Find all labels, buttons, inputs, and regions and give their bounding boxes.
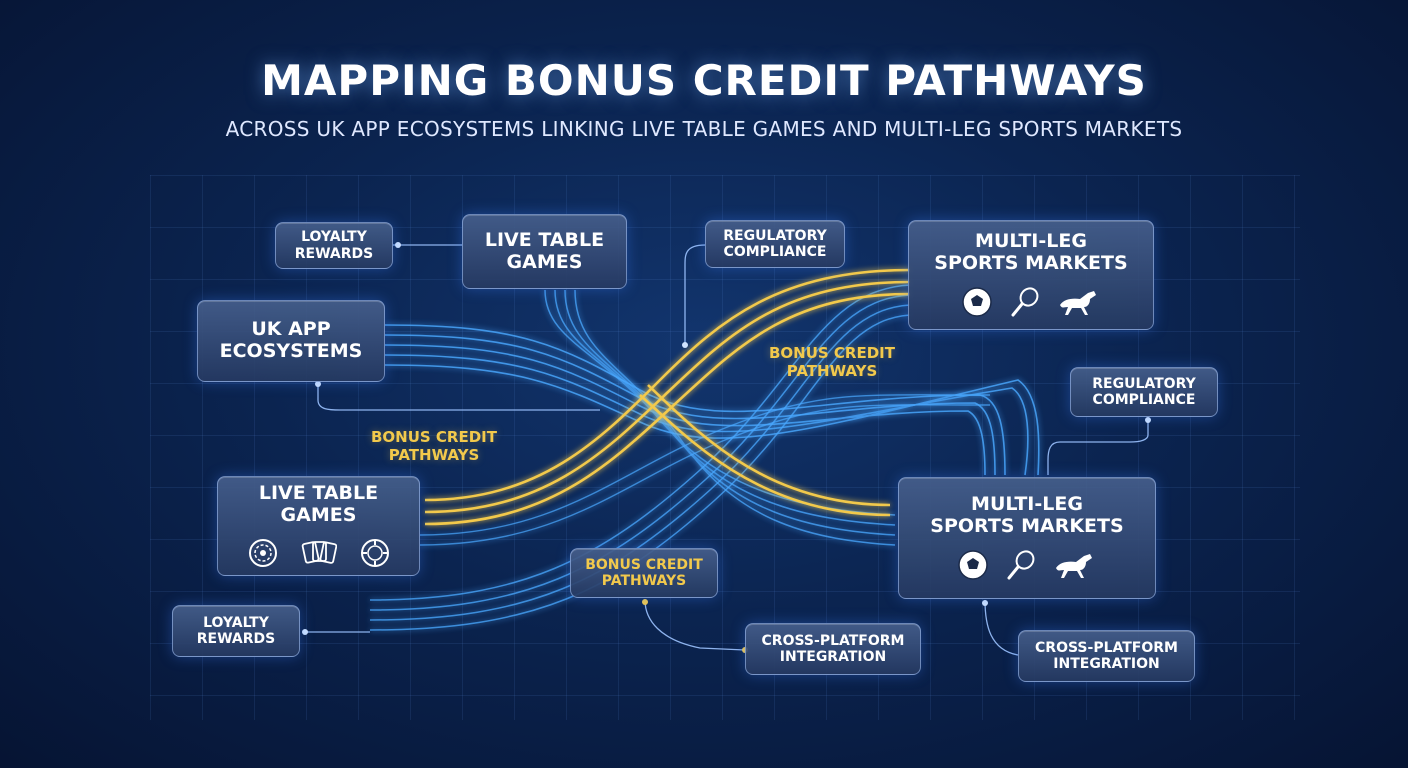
regulatory-compliance-label: REGULATORY COMPLIANCE <box>1092 375 1196 408</box>
cross-platform-integration-node-center: CROSS-PLATFORM INTEGRATION <box>745 623 921 675</box>
connector-lines <box>305 244 1149 656</box>
page-subtitle: ACROSS UK APP ECOSYSTEMS LINKING LIVE TA… <box>225 117 1183 141</box>
bonus-credit-pathways-tag-center: BONUS CREDIT PATHWAYS <box>768 344 895 380</box>
loyalty-rewards-label: LOYALTY REWARDS <box>294 229 374 262</box>
loyalty-rewards-label: LOYALTY REWARDS <box>196 614 276 647</box>
soccer-ball-icon <box>958 550 988 580</box>
casino-chip-icon <box>360 538 389 567</box>
bonus-credit-pathways-label: BONUS CREDIT PATHWAYS <box>585 556 703 589</box>
live-table-to-right-bundle <box>419 394 991 546</box>
live-table-games-node-top: LIVE TABLE GAMES <box>462 214 627 289</box>
casino-icons <box>247 537 391 569</box>
connector-dots <box>302 242 1151 635</box>
multi-leg-sports-node-right: MULTI-LEG SPORTS MARKETS <box>898 477 1156 599</box>
bonus-credit-gold-pathways <box>424 268 911 526</box>
regulatory-compliance-node-top: REGULATORY COMPLIANCE <box>705 220 845 268</box>
playing-cards-icon <box>301 540 337 564</box>
sports-icons <box>956 548 1098 582</box>
live-table-games-node-left: LIVE TABLE GAMES <box>217 476 420 576</box>
loyalty-rewards-node-top: LOYALTY REWARDS <box>275 222 393 269</box>
regulatory-compliance-node-right: REGULATORY COMPLIANCE <box>1070 367 1218 417</box>
multi-leg-sports-node-top: MULTI-LEG SPORTS MARKETS <box>908 220 1154 330</box>
cross-platform-integration-label: CROSS-PLATFORM INTEGRATION <box>1035 639 1178 672</box>
tennis-racket-icon <box>1007 550 1035 580</box>
soccer-ball-icon <box>962 287 992 317</box>
uk-app-ecosystems-node: UK APP ECOSYSTEMS <box>197 300 385 382</box>
tennis-racket-icon <box>1011 287 1039 317</box>
racehorse-icon <box>1060 290 1096 315</box>
live-table-games-label: LIVE TABLE GAMES <box>258 482 379 526</box>
bonus-credit-pathways-node: BONUS CREDIT PATHWAYS <box>570 548 718 598</box>
loyalty-rewards-node-bottom: LOYALTY REWARDS <box>172 605 300 657</box>
multi-leg-sports-label: MULTI-LEG SPORTS MARKETS <box>934 230 1128 274</box>
live-table-games-label: LIVE TABLE GAMES <box>484 228 605 273</box>
uk-app-to-sports-bundle <box>384 324 1040 476</box>
loyalty-to-sports-bundle <box>369 284 911 631</box>
regulatory-compliance-label: REGULATORY COMPLIANCE <box>723 227 827 260</box>
page-title: MAPPING BONUS CREDIT PATHWAYS <box>261 56 1147 105</box>
cross-platform-integration-label: CROSS-PLATFORM INTEGRATION <box>761 632 905 665</box>
multi-leg-sports-label: MULTI-LEG SPORTS MARKETS <box>930 493 1124 537</box>
roulette-wheel-icon <box>248 538 277 567</box>
uk-app-ecosystems-label: UK APP ECOSYSTEMS <box>219 318 363 362</box>
racehorse-icon <box>1056 553 1092 578</box>
cross-platform-integration-node-right: CROSS-PLATFORM INTEGRATION <box>1018 630 1195 682</box>
bonus-credit-pathways-tag-left: BONUS CREDIT PATHWAYS <box>370 428 497 464</box>
sports-icons <box>960 285 1102 319</box>
gold-dots <box>642 599 748 653</box>
